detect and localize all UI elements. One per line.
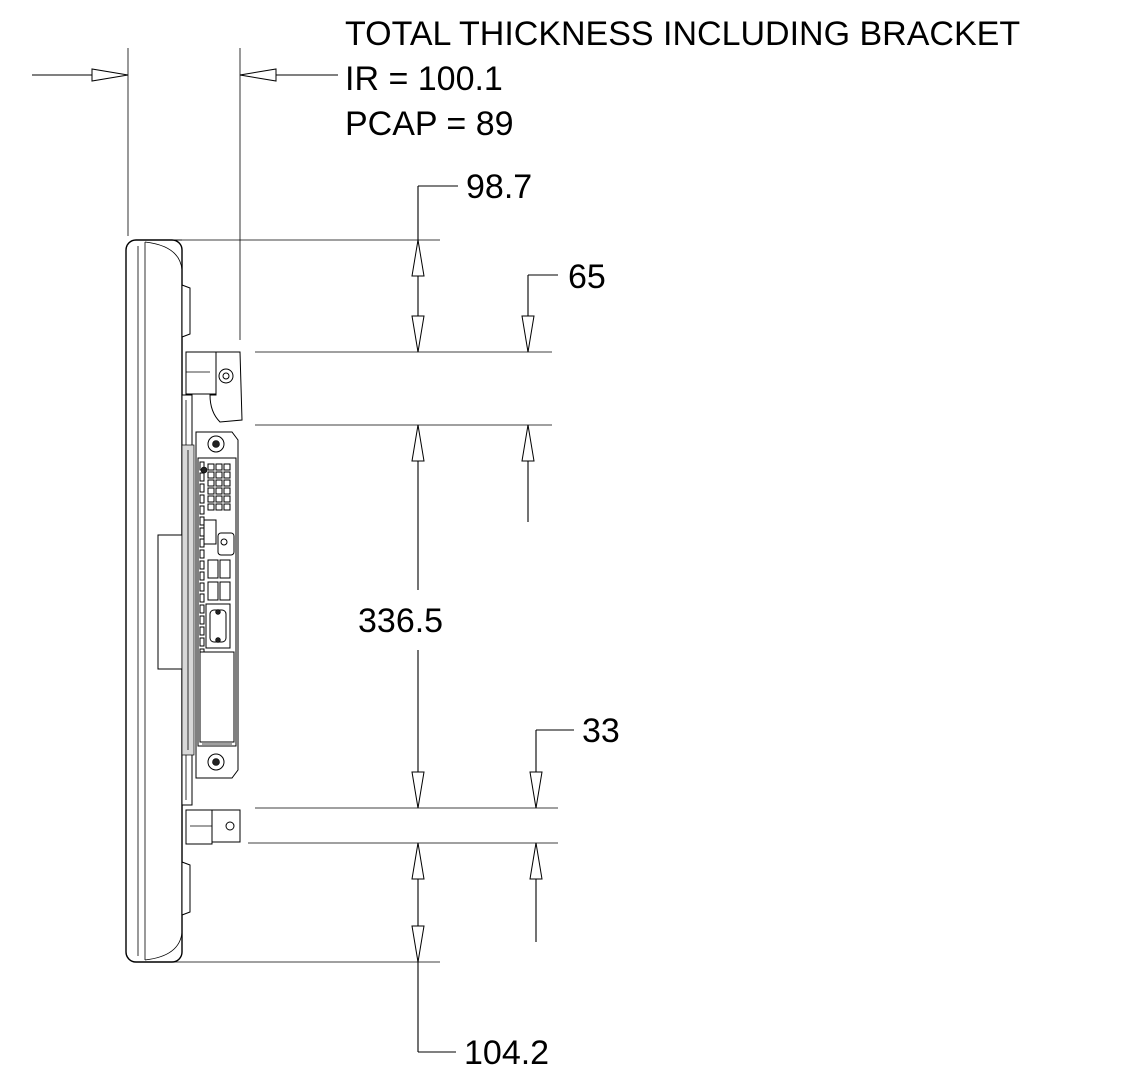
thickness-arrow-right-icon bbox=[239, 68, 277, 82]
back-plate bbox=[157, 534, 183, 670]
vertical-dimensions: 98.7 65 336.5 33 104.2 bbox=[155, 168, 620, 1072]
connector-pin bbox=[223, 495, 231, 503]
connector-pin bbox=[223, 479, 231, 487]
connector-pin bbox=[207, 463, 215, 471]
usb-port-b-icon bbox=[219, 559, 231, 579]
connector-pin bbox=[207, 479, 215, 487]
connector-pin bbox=[223, 463, 231, 471]
connector-pin bbox=[199, 483, 205, 493]
indicator-led-icon bbox=[200, 466, 208, 474]
dim-arrow-icon bbox=[411, 771, 425, 809]
connector-pin bbox=[207, 487, 215, 495]
connector-pin bbox=[223, 487, 231, 495]
connector-pin bbox=[207, 495, 215, 503]
dim-arrow-icon bbox=[411, 239, 425, 277]
connector-pin bbox=[199, 494, 205, 504]
connector-pin bbox=[215, 487, 223, 495]
connector-pin bbox=[215, 471, 223, 479]
usb-port-a-icon bbox=[207, 559, 219, 579]
connector-pin bbox=[223, 503, 231, 511]
connector-pin bbox=[199, 505, 205, 515]
top-mounting-bracket bbox=[185, 351, 243, 423]
usb-port-c-icon bbox=[207, 581, 219, 601]
dim-bracket-top: 65 bbox=[568, 258, 606, 296]
connector-pin bbox=[207, 471, 215, 479]
note-line-1: TOTAL THICKNESS INCLUDING BRACKET bbox=[345, 15, 1020, 53]
connector-pin bbox=[199, 516, 205, 526]
connector-pin bbox=[199, 626, 205, 636]
module-cover bbox=[199, 651, 235, 743]
connector-pin bbox=[215, 503, 223, 511]
dim-arrow-icon bbox=[529, 842, 543, 880]
dim-bottom-offset: 104.2 bbox=[464, 1034, 549, 1072]
connector-pin bbox=[199, 604, 205, 614]
display-side-profile bbox=[125, 239, 243, 963]
dim-arrow-icon bbox=[411, 315, 425, 353]
bottom-mounting-bracket bbox=[185, 809, 241, 845]
connector-pin bbox=[199, 527, 205, 537]
dim-arrow-icon bbox=[521, 424, 535, 462]
connector-pin bbox=[199, 593, 205, 603]
connector-pin bbox=[215, 479, 223, 487]
connector-pin bbox=[199, 582, 205, 592]
note-line-2: IR = 100.1 bbox=[345, 60, 503, 98]
thickness-note: TOTAL THICKNESS INCLUDING BRACKET IR = 1… bbox=[345, 15, 1020, 143]
note-line-3: PCAP = 89 bbox=[345, 105, 514, 143]
dim-arrow-icon bbox=[411, 842, 425, 880]
lan-port-icon bbox=[203, 519, 217, 545]
dim-top-offset: 98.7 bbox=[466, 168, 532, 206]
connector-pin bbox=[207, 503, 215, 511]
connector-pin bbox=[199, 571, 205, 581]
thickness-dimension bbox=[32, 48, 338, 340]
connector-pin bbox=[215, 495, 223, 503]
connector-pin bbox=[199, 560, 205, 570]
connector-pin bbox=[199, 472, 205, 482]
dim-arrow-icon bbox=[521, 315, 535, 353]
usb-port-d-icon bbox=[219, 581, 231, 601]
dim-bracket-bottom: 33 bbox=[582, 712, 620, 750]
connector-pin bbox=[215, 463, 223, 471]
connector-pin bbox=[199, 615, 205, 625]
dim-arrow-icon bbox=[411, 424, 425, 462]
computer-module bbox=[195, 431, 239, 779]
connector-pin bbox=[199, 549, 205, 559]
dim-arrow-icon bbox=[529, 771, 543, 809]
thickness-arrow-left-icon bbox=[91, 68, 129, 82]
dim-bracket-spacing: 336.5 bbox=[358, 602, 443, 640]
bottom-bracket-screw-icon bbox=[225, 821, 235, 831]
connector-pin bbox=[199, 637, 205, 647]
connector-pin bbox=[223, 471, 231, 479]
dim-arrow-icon bbox=[411, 925, 425, 963]
connector-pin bbox=[199, 538, 205, 548]
